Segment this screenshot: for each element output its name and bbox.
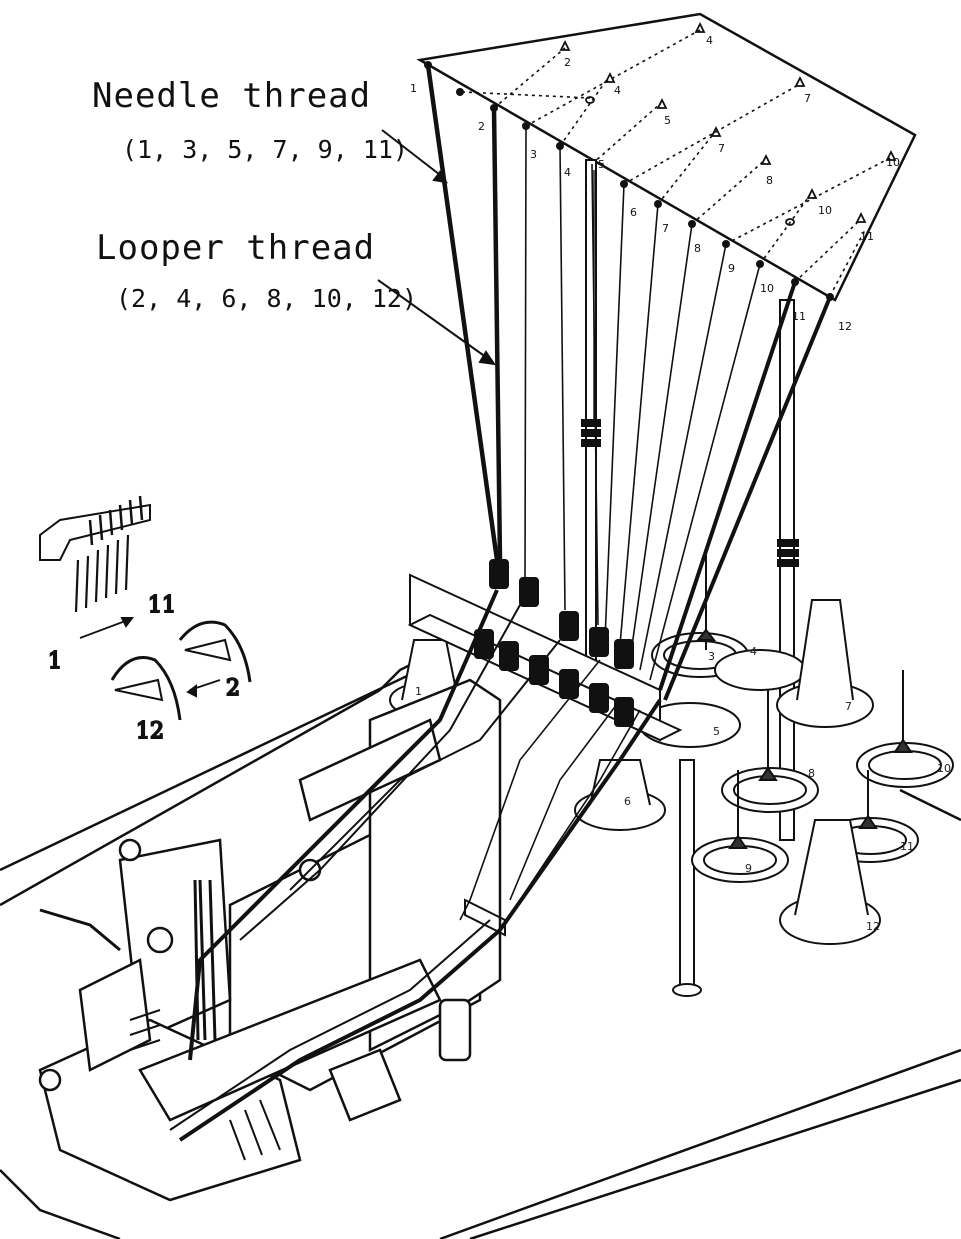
cone-number: 10 bbox=[937, 762, 951, 775]
threads-upper bbox=[425, 64, 832, 701]
cone-number: 4 bbox=[750, 645, 757, 658]
guide-number: 3 bbox=[530, 148, 537, 161]
guide-upper-number: 10 bbox=[886, 156, 900, 169]
needle-bar-detail bbox=[39, 495, 151, 613]
guide-number: 11 bbox=[792, 310, 806, 323]
guide-number: 6 bbox=[630, 206, 637, 219]
cone-number: 3 bbox=[708, 650, 715, 663]
inset-label-12: 12 bbox=[136, 719, 164, 744]
guide-number: 2 bbox=[478, 120, 485, 133]
guide-upper-number: 7 bbox=[804, 92, 811, 105]
guide-number: 5 bbox=[598, 158, 605, 171]
guide-upper-number: 7 bbox=[718, 142, 725, 155]
guide-number: 12 bbox=[838, 320, 852, 333]
cone-number: 7 bbox=[845, 700, 852, 713]
machine-body bbox=[38, 678, 502, 1202]
guide-number: 10 bbox=[760, 282, 774, 295]
threads-lower bbox=[169, 589, 662, 1142]
cone-number: 5 bbox=[713, 725, 720, 738]
guide-upper-number: 4 bbox=[614, 84, 621, 97]
needle-thread-numbers: (1, 3, 5, 7, 9, 11) bbox=[122, 135, 408, 164]
guide-board-upper-numbers: 2 4 4 5 7 7 8 10 10 11 bbox=[564, 34, 900, 243]
guide-number: 4 bbox=[564, 166, 571, 179]
guide-upper-number: 2 bbox=[564, 56, 571, 69]
guide-number: 9 bbox=[728, 262, 735, 275]
cone-number: 11 bbox=[900, 840, 914, 853]
cone-number: 12 bbox=[866, 920, 880, 933]
guide-upper-number: 11 bbox=[860, 230, 874, 243]
machine-table bbox=[0, 648, 961, 1239]
cone-number: 6 bbox=[624, 795, 631, 808]
guide-upper-number: 4 bbox=[706, 34, 713, 47]
thread-cones bbox=[389, 555, 954, 945]
looper-thread-numbers: (2, 4, 6, 8, 10, 12) bbox=[116, 284, 418, 313]
guide-number: 8 bbox=[694, 242, 701, 255]
guide-upper-number: 10 bbox=[818, 204, 832, 217]
looper-thread-title: Looper thread bbox=[96, 228, 376, 268]
looper-detail bbox=[110, 620, 252, 721]
thread-guide-board bbox=[416, 12, 917, 302]
cone-number-labels: 1 3 4 5 6 7 8 9 10 11 12 bbox=[415, 645, 951, 933]
guide-number: 1 bbox=[410, 82, 417, 95]
guide-number: 7 bbox=[662, 222, 669, 235]
guide-board-lower-numbers: 1 2 3 4 5 6 7 8 9 10 11 12 bbox=[410, 82, 852, 333]
guide-upper-number: 8 bbox=[766, 174, 773, 187]
needle-looper-inset: 1 11 2 12 bbox=[39, 495, 252, 745]
needle-thread-title: Needle thread bbox=[92, 76, 372, 116]
callout-leaders bbox=[377, 129, 497, 366]
cone-number: 8 bbox=[808, 767, 815, 780]
cone-number: 1 bbox=[415, 685, 422, 698]
cone-number: 9 bbox=[745, 862, 752, 875]
inset-label-2: 2 bbox=[226, 676, 240, 701]
inset-label-1: 1 bbox=[48, 649, 62, 674]
guide-upper-number: 5 bbox=[664, 114, 671, 127]
inset-label-11: 11 bbox=[148, 593, 176, 618]
